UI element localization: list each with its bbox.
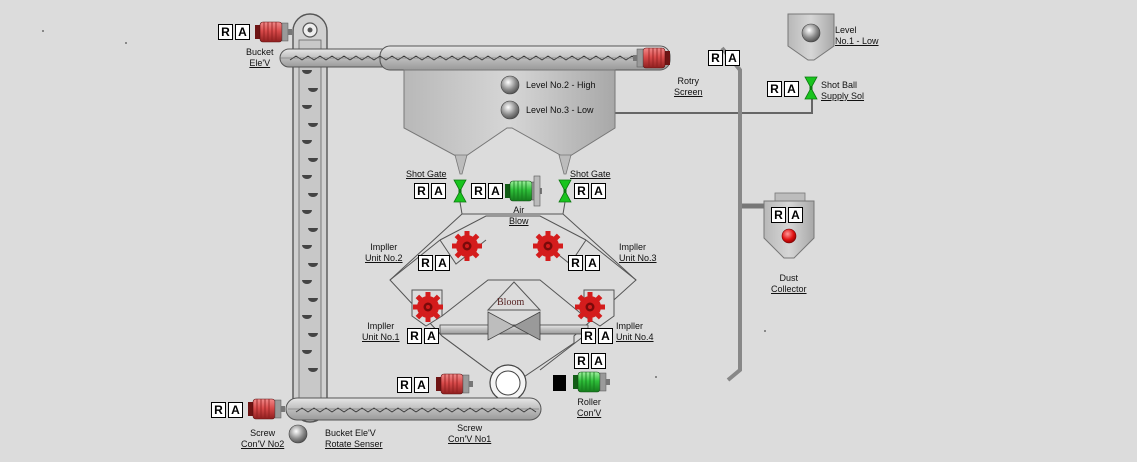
screw-conv2-motor-icon[interactable] xyxy=(247,398,286,420)
bucket-elevator-motor-icon[interactable] xyxy=(254,21,293,43)
impeller-unit4-icon[interactable] xyxy=(575,292,605,322)
rotate-sensor-icon[interactable] xyxy=(288,424,308,444)
top-screw-conveyor xyxy=(279,45,671,71)
impeller-unit2-icon[interactable] xyxy=(452,231,482,261)
level-sensor-icon[interactable] xyxy=(500,75,520,95)
impeller-unit1-icon[interactable] xyxy=(413,292,443,322)
bucket-elevator xyxy=(292,13,328,423)
roller-drive-motor-icon[interactable] xyxy=(435,373,474,395)
bottom-screw-conveyor xyxy=(285,397,542,421)
shot-gate-left-label: Shot Gate xyxy=(406,169,447,179)
air-blow-motor-icon[interactable] xyxy=(504,175,543,207)
supply-solenoid-valve-icon[interactable] xyxy=(804,76,818,100)
shot-gate-right-label: Shot Gate xyxy=(570,169,611,179)
level-no2-label: Level No.2 - High xyxy=(526,80,596,90)
bloom-workpiece xyxy=(439,281,589,341)
shot-gate-valve-icon[interactable] xyxy=(558,179,572,203)
level-no3-label: Level No.3 - Low xyxy=(526,105,594,115)
rotary-screen-motor-icon[interactable] xyxy=(632,47,671,69)
shot-gate-valve-icon[interactable] xyxy=(453,179,467,203)
dust-collector xyxy=(763,192,815,259)
dust-collector-lamp-icon xyxy=(781,228,797,244)
roller-drum xyxy=(489,364,527,402)
level-sensor-icon[interactable] xyxy=(801,23,821,43)
impeller-unit3-icon[interactable] xyxy=(533,231,563,261)
level-sensor-icon[interactable] xyxy=(500,100,520,120)
bloom-label: Bloom xyxy=(497,297,525,308)
return-duct xyxy=(720,46,742,382)
supply-line xyxy=(742,95,813,114)
roller-conveyor-motor-icon[interactable] xyxy=(572,371,611,393)
roller-conveyor-stop-indicator[interactable] xyxy=(553,375,566,391)
